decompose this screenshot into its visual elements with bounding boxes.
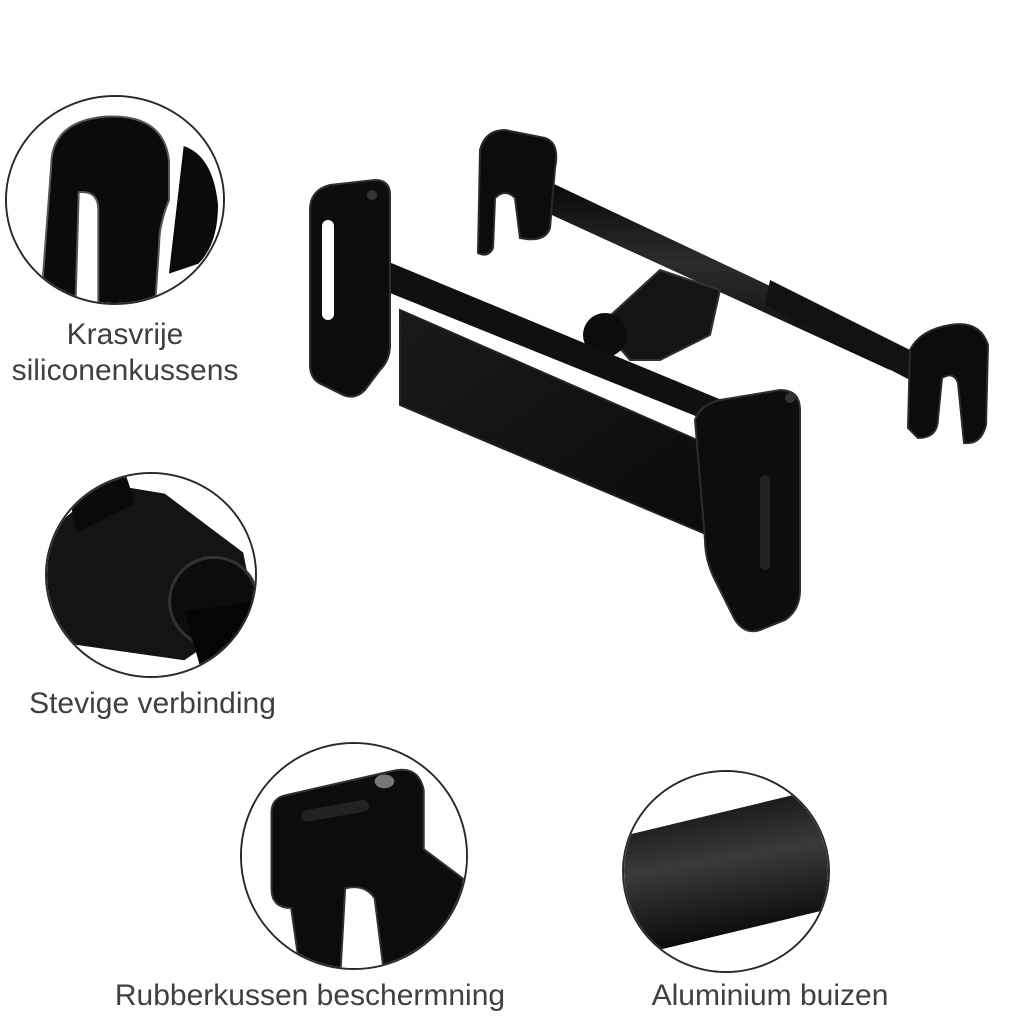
feature-label-line2: siliconenkussens (11, 354, 239, 387)
product-image-tablet-holder (300, 120, 1020, 680)
feature-label-rubber-protection: Rubberkussen beschermning (114, 979, 506, 1012)
feature-circle-rubber-protection (240, 742, 468, 970)
feature-label-aluminium-tubes: Aluminium buizen (651, 979, 889, 1012)
tablet-holder-illustration (309, 128, 990, 633)
tube-closeup-icon (624, 772, 828, 971)
feature-circle-aluminium-tubes (622, 770, 830, 973)
feature-label-silicone-pads: Krasvrije siliconenkussens (0, 317, 250, 389)
feature-circle-silicone-pads (5, 95, 225, 305)
hook-closeup-icon (7, 97, 223, 303)
clamp-closeup-icon (242, 744, 466, 968)
feature-circle-sturdy-joint (45, 472, 257, 678)
joint-closeup-icon (47, 474, 255, 676)
feature-label-line1: Krasvrije (66, 318, 184, 351)
feature-label-sturdy-joint: Stevige verbinding (29, 687, 276, 720)
